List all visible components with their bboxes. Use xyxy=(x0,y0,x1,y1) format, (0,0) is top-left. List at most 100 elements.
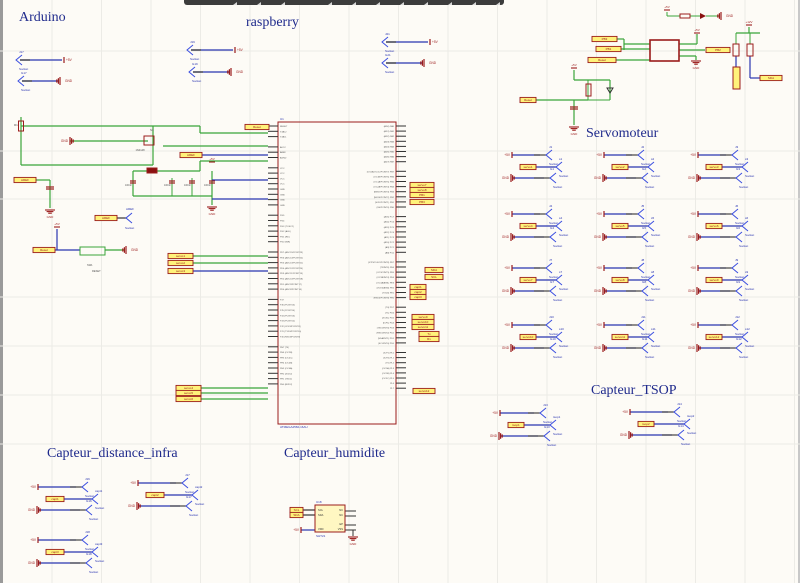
socket-ref: capt2 xyxy=(195,485,203,489)
port-tsop1[interactable] xyxy=(507,421,525,429)
mcu-pin-name: PG4 xyxy=(280,221,285,223)
socket-symbol xyxy=(677,429,685,441)
socket-ref: s12 xyxy=(745,327,750,331)
port-pb2[interactable] xyxy=(705,46,731,54)
mcu-pin-name: (ICP1) PD4 xyxy=(383,323,395,325)
port-pb3[interactable] xyxy=(591,35,618,43)
port-servo12[interactable] xyxy=(412,387,436,395)
port-servo2[interactable] xyxy=(167,259,194,267)
socket-label: Socket xyxy=(735,332,744,336)
mcu-pin-name: PG2 (ALE) xyxy=(280,230,291,233)
toolbar-tool-icon[interactable] xyxy=(257,2,261,5)
toolbar-tool-icon[interactable] xyxy=(496,2,500,5)
socket-label: Socket xyxy=(385,70,394,74)
port-servo11[interactable] xyxy=(411,323,435,331)
port-reset-sw[interactable] xyxy=(32,246,56,254)
toolbar-tool-icon[interactable] xyxy=(424,2,428,5)
socket-symbol xyxy=(549,285,557,297)
toolbar-tool-icon[interactable] xyxy=(448,2,452,5)
socket-symbol xyxy=(647,161,655,173)
reset-switch[interactable] xyxy=(79,246,106,256)
port-servo10[interactable] xyxy=(519,333,537,341)
power-port-label: GND xyxy=(502,176,510,180)
socket-ref: G4 xyxy=(550,226,554,230)
port-servo8[interactable] xyxy=(611,276,629,284)
mcu-pin-name: (AD0) PA0 xyxy=(384,125,395,128)
socket-label: Socket xyxy=(559,344,568,348)
net-port-label: capt3 xyxy=(414,295,422,299)
toolbar-tool-icon[interactable] xyxy=(400,2,404,5)
socket-symbol xyxy=(91,546,99,558)
toolbar-tool-icon[interactable] xyxy=(472,2,476,5)
port-servo1[interactable] xyxy=(167,252,194,260)
port-capt3[interactable] xyxy=(409,293,427,301)
zener-diode xyxy=(606,87,614,94)
socket-ref: G6 xyxy=(736,226,740,230)
port-aref[interactable] xyxy=(179,151,203,159)
port-pb1[interactable] xyxy=(409,191,435,199)
port-aref-socket[interactable] xyxy=(94,214,118,222)
mcu-pin-name: (OC3A/AIN1) PE3 xyxy=(376,281,394,284)
socket-symbol xyxy=(735,285,743,297)
port-reset[interactable] xyxy=(244,123,270,131)
port-reset-reg[interactable] xyxy=(519,96,537,104)
sht21-body[interactable] xyxy=(314,504,346,533)
socket-ref: J5 xyxy=(641,204,645,208)
socket-label: Socket xyxy=(681,442,690,446)
toolbar-tool-icon[interactable] xyxy=(233,2,237,5)
net-port-label: capt2 xyxy=(414,290,422,294)
port-servo7[interactable] xyxy=(519,276,537,284)
socket-ref: s8 xyxy=(651,270,655,274)
icsp-header[interactable] xyxy=(649,39,680,62)
toolbar-tool-icon[interactable] xyxy=(376,2,380,5)
port-servo3[interactable] xyxy=(705,163,723,171)
port-servo5[interactable] xyxy=(175,389,202,397)
toolbar-tool-icon[interactable] xyxy=(281,2,285,5)
mcu-pin-name: PG3 (TOSC2) xyxy=(280,226,294,228)
port-sda-pullup[interactable] xyxy=(759,74,783,82)
socket-symbol xyxy=(731,208,739,220)
socket-label: Socket xyxy=(559,287,568,291)
mcu-pin-name: GND xyxy=(280,205,285,207)
power-port-label: GND xyxy=(594,235,602,239)
port-scl-v[interactable] xyxy=(732,66,741,90)
socket-label: Socket xyxy=(89,570,98,574)
port-pb1[interactable] xyxy=(595,45,622,53)
port-servo2[interactable] xyxy=(611,163,629,171)
port-servo6[interactable] xyxy=(175,395,202,403)
port-aref-cap[interactable] xyxy=(13,176,37,184)
port-servo4[interactable] xyxy=(519,222,537,230)
port-servo12[interactable] xyxy=(705,333,723,341)
socket-symbol xyxy=(641,342,649,354)
floating-toolbar[interactable] xyxy=(184,0,504,5)
toolbar-tool-icon[interactable] xyxy=(352,2,356,5)
net-port-label: Reset xyxy=(40,248,48,252)
toolbar-tool-icon[interactable] xyxy=(328,2,332,5)
socket-ref: s3 xyxy=(745,157,749,161)
port-capt2[interactable] xyxy=(145,491,165,499)
port-rx[interactable] xyxy=(418,335,440,343)
port-sda-sht[interactable] xyxy=(289,511,304,519)
socket-ref: J1 xyxy=(549,145,553,149)
port-scl-mcu[interactable] xyxy=(424,273,444,281)
socket-label: Socket xyxy=(553,185,562,189)
port-tsop2[interactable] xyxy=(637,420,655,428)
socket-label: Socket xyxy=(85,494,94,498)
port-servo3[interactable] xyxy=(167,267,194,275)
port-servo1[interactable] xyxy=(519,163,537,171)
socket-ref: J14 xyxy=(677,402,682,406)
port-sda-mcu[interactable] xyxy=(424,266,444,274)
port-servo5[interactable] xyxy=(611,222,629,230)
mcu-pin-name: (MISO/PCINT3) PB3 xyxy=(374,192,395,194)
port-reset-icsp[interactable] xyxy=(587,56,617,64)
right-scrollbar[interactable] xyxy=(798,0,800,583)
port-servo6[interactable] xyxy=(705,222,723,230)
port-capt1[interactable] xyxy=(45,495,65,503)
port-pb3[interactable] xyxy=(409,198,435,206)
socket-symbol xyxy=(185,500,193,512)
mcu-pin-name: PK1 (ADC9/PCINT17) xyxy=(280,283,302,286)
port-servo11[interactable] xyxy=(611,333,629,341)
port-capt3[interactable] xyxy=(45,548,65,556)
port-servo9[interactable] xyxy=(705,276,723,284)
